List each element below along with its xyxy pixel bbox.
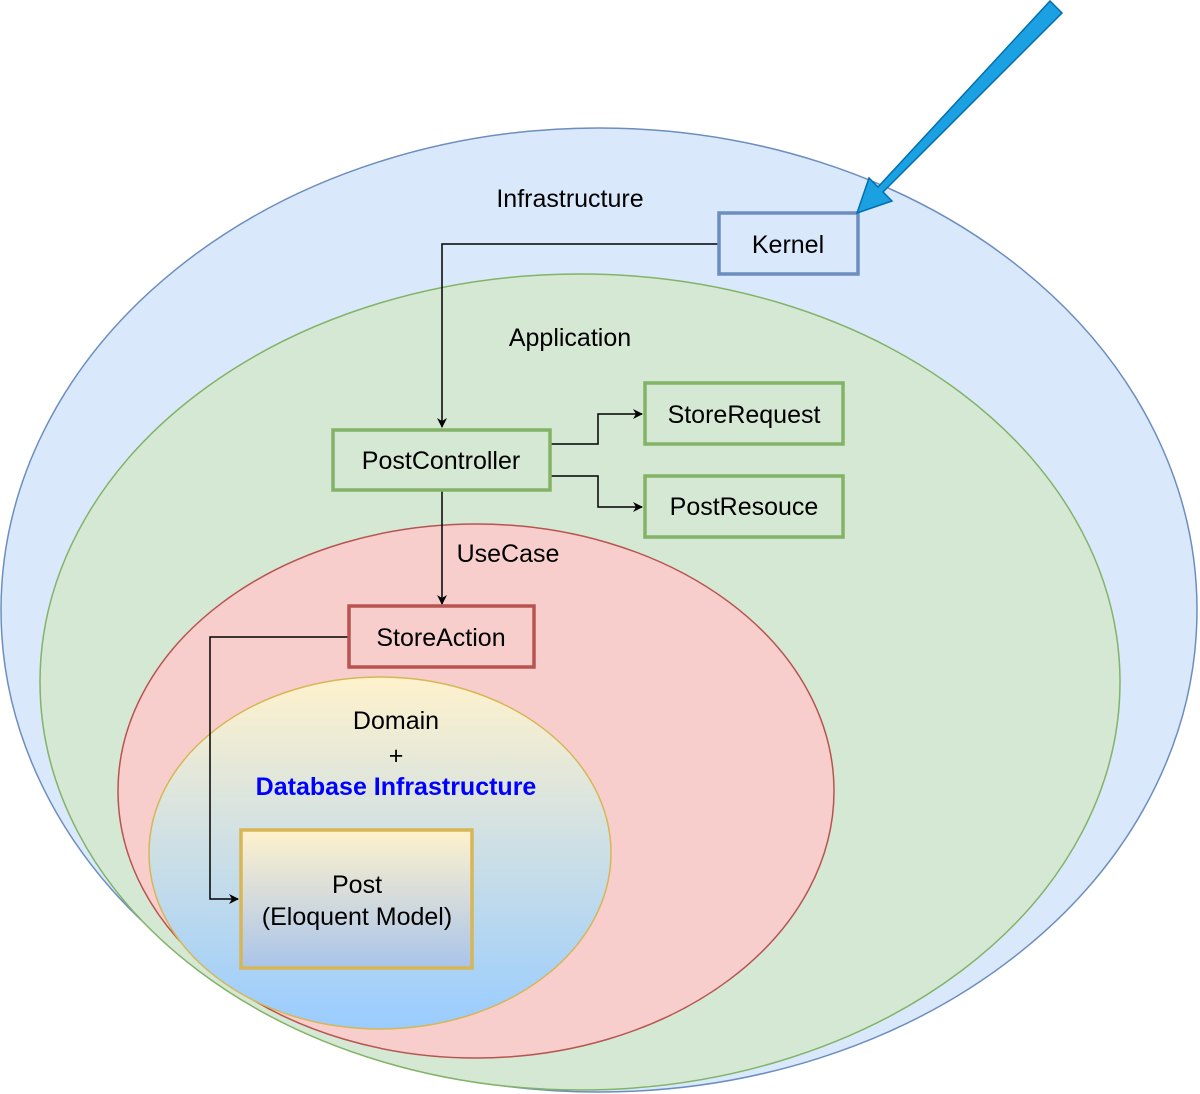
post-model-node[interactable]: Post (Eloquent Model) [239,828,474,970]
postresource-label: PostResouce [670,493,819,521]
edge-postcontroller-to-postresource [551,475,643,512]
kernel-node[interactable]: Kernel [717,211,860,276]
domain-plus-label: + [389,742,404,770]
storerequest-node[interactable]: StoreRequest [643,381,845,446]
storerequest-label: StoreRequest [668,401,821,429]
post-model-type: (Eloquent Model) [262,903,452,931]
post-model-name: Post [332,871,382,899]
storeaction-node[interactable]: StoreAction [347,604,536,669]
edge-postcontroller-to-storerequest [551,409,643,445]
infrastructure-label: Infrastructure [496,185,643,213]
entry-arrow-icon [855,0,1064,215]
usecase-label: UseCase [457,540,560,568]
database-infrastructure-label: Database Infrastructure [256,773,537,801]
postcontroller-label: PostController [362,447,520,475]
kernel-label: Kernel [752,231,824,259]
postresource-node[interactable]: PostResouce [643,474,845,539]
domain-label: Domain [353,707,439,735]
storeaction-label: StoreAction [376,624,505,652]
postcontroller-node[interactable]: PostController [331,428,552,492]
edge-storeaction-to-post [209,636,349,904]
edge-kernel-to-postcontroller [437,243,719,428]
application-label: Application [509,324,631,352]
